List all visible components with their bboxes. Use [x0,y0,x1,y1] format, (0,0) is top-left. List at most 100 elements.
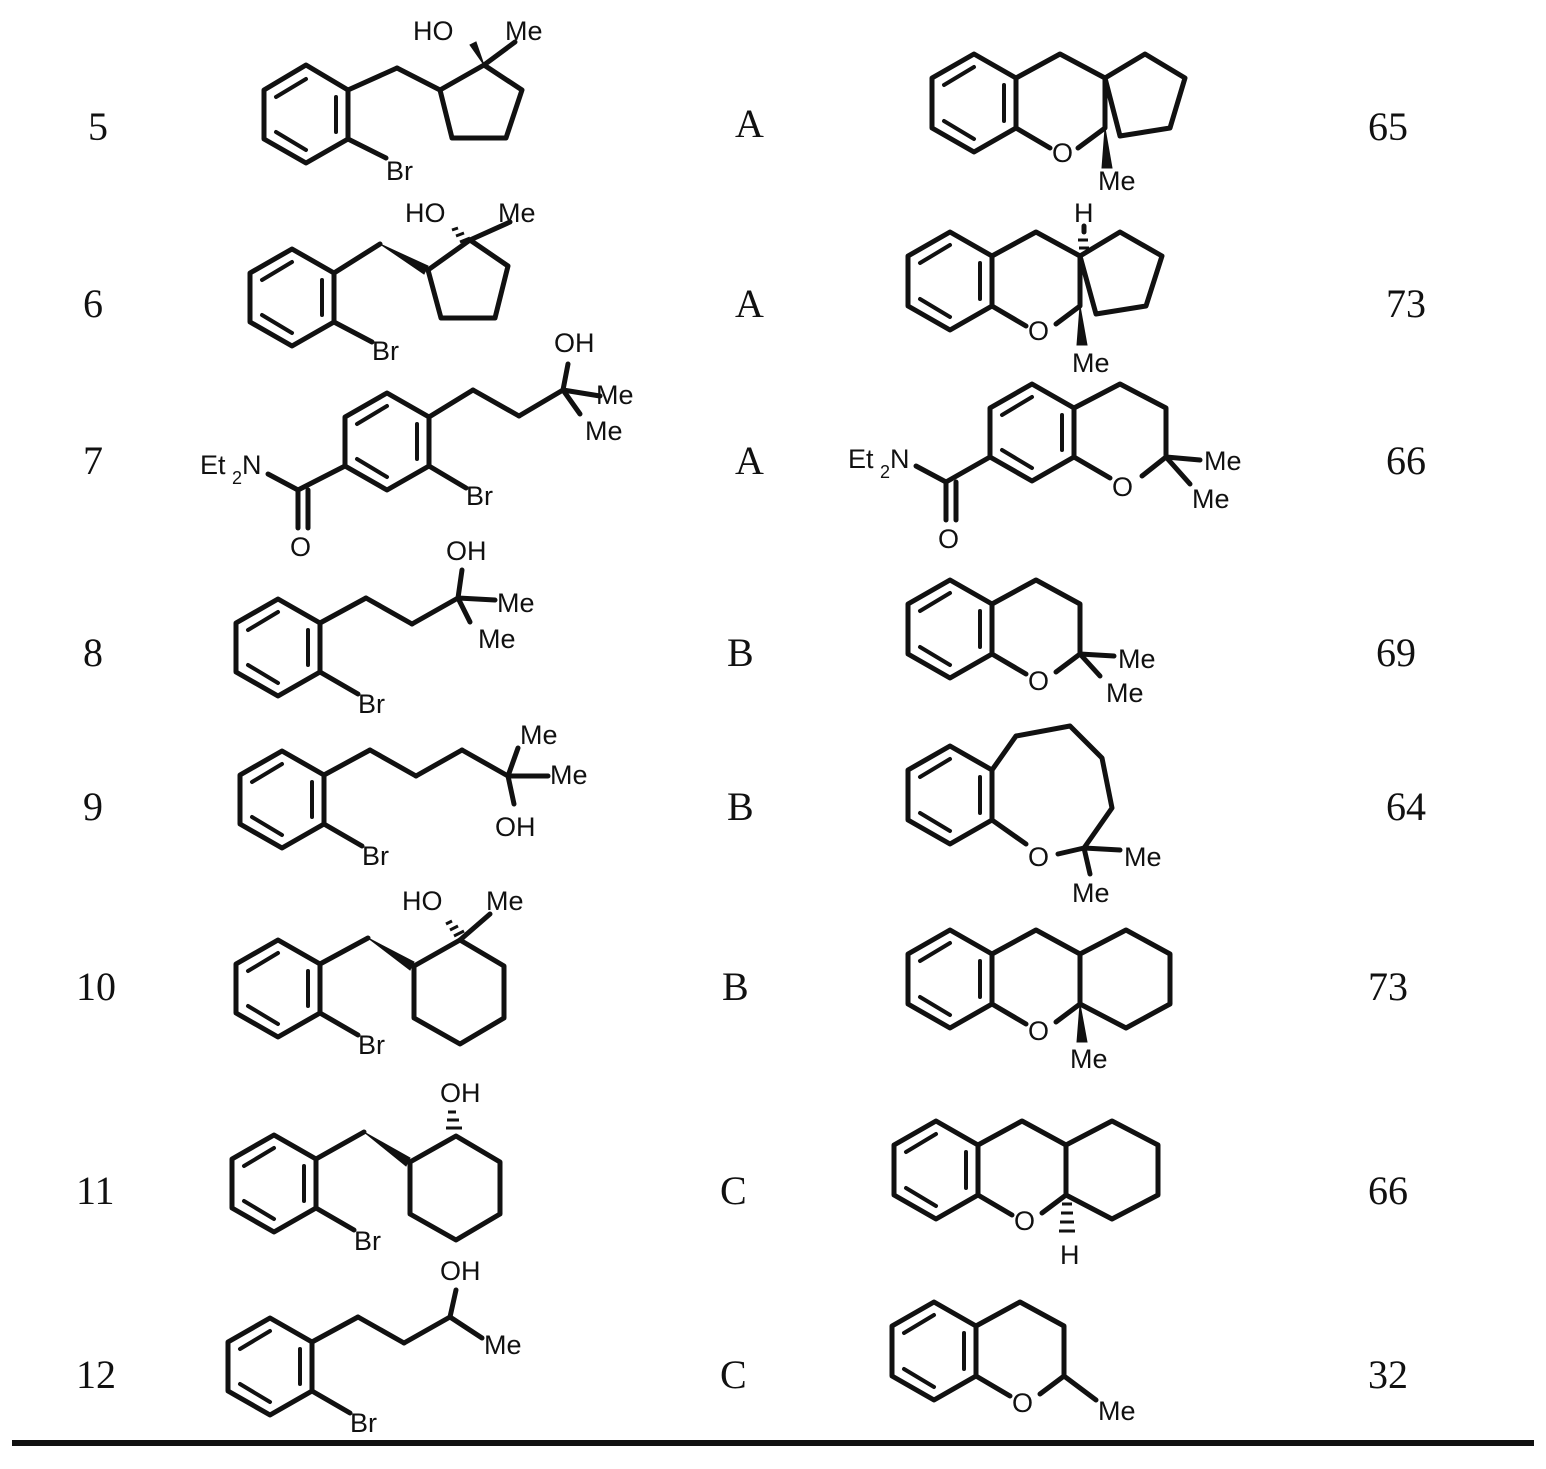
atom-label: Me [1070,1044,1108,1074]
method-letter: A [735,101,764,146]
atom-label: O [1012,1388,1033,1418]
entry-number: 10 [76,964,116,1009]
method-letter: C [720,1352,747,1397]
atom-label: Me [596,380,634,410]
atom-label: HO [402,886,443,916]
product-structure: O Me [932,54,1185,196]
atom-label: HO [413,16,454,46]
atom-label: Me [497,588,535,618]
atom-label: Et [200,450,226,480]
substrate-structure: OH Me Me Br [236,536,535,719]
atom-label: Br [372,336,399,366]
product-structure: O Me Me [908,726,1162,908]
entry-number: 7 [83,438,103,483]
atom-label: O [1028,1016,1049,1046]
method-letter: B [722,964,749,1009]
atom-label: Br [386,156,413,186]
product-structure: O Me [908,930,1170,1074]
substrate-structure: OH Me Br [228,1256,522,1438]
atom-label: Br [354,1226,381,1256]
method-letter: A [735,438,764,483]
entry-number: 6 [83,281,103,326]
product-structure: O Me [892,1302,1136,1426]
atom-label: H [1060,1240,1080,1270]
yield-value: 73 [1386,281,1426,326]
product-structure: H O Me [908,198,1162,378]
atom-label: Me [585,416,623,446]
substrate-structure: OH Me Me Et 2 N Br O [200,328,634,562]
atom-label: Br [362,841,389,871]
atom-label: O [1112,472,1133,502]
atom-label: Me [1098,1396,1136,1426]
atom-label: 2 [880,462,890,482]
substrate-structure: Me Me OH Br [240,720,588,871]
entry-number: 8 [83,630,103,675]
atom-label: Me [1098,166,1136,196]
row-10: 10 HO Me Br B O [76,886,1408,1074]
atom-label: Me [550,760,588,790]
atom-label: O [938,524,959,554]
row-11: 11 OH Br C [76,1078,1408,1270]
method-letter: B [727,630,754,675]
atom-label: OH [440,1078,481,1108]
entry-number: 11 [76,1168,115,1213]
atom-label: Br [358,1030,385,1060]
atom-label: N [890,444,910,474]
method-letter: A [735,281,764,326]
product-structure: Et 2 N O Me Me O [848,384,1242,554]
product-structure: O H [894,1121,1158,1270]
atom-label: O [1014,1206,1035,1236]
entry-number: 12 [76,1352,116,1397]
entry-number: 5 [88,104,108,149]
atom-label: O [1028,316,1049,346]
atom-label: O [1028,666,1049,696]
yield-value: 32 [1368,1352,1408,1397]
atom-label: Me [505,16,543,46]
row-6: 6 HO Me Br A [83,198,1426,378]
method-letter: B [727,784,754,829]
atom-label: HO [405,198,446,228]
atom-label: Et [848,444,874,474]
atom-label: Me [1124,842,1162,872]
atom-label: N [242,450,262,480]
yield-value: 69 [1376,630,1416,675]
yield-value: 66 [1368,1168,1408,1213]
row-12: 12 OH Me Br C O Me 32 [76,1256,1408,1438]
product-structure: O Me Me [908,580,1156,708]
row-9: 9 Me Me OH Br B [83,720,1426,908]
atom-label: O [1028,842,1049,872]
atom-label: OH [554,328,595,358]
substrate-structure: HO Me Br [236,886,524,1060]
atom-label: OH [446,536,487,566]
substrate-structure: OH Br [232,1078,500,1256]
yield-value: 73 [1368,964,1408,1009]
atom-label: Me [498,198,536,228]
atom-label: Me [1106,678,1144,708]
atom-label: OH [440,1256,481,1286]
atom-label: OH [495,812,536,842]
atom-label: Me [1072,878,1110,908]
atom-label: Br [358,689,385,719]
atom-label: 2 [232,468,242,488]
substrate-structure: HO Me Br [264,16,543,186]
atom-label: Me [484,1330,522,1360]
atom-label: O [290,532,311,562]
yield-value: 64 [1386,784,1426,829]
atom-label: Me [1118,644,1156,674]
yield-value: 66 [1386,438,1426,483]
substrate-structure: HO Me Br [250,198,536,366]
atom-label: Me [478,624,516,654]
row-8: 8 OH Me Me Br B O [83,536,1416,719]
atom-label: H [1074,198,1094,228]
atom-label: Me [1204,446,1242,476]
row-7: 7 OH Me Me Et 2 N Br O A [83,328,1426,562]
atom-label: Me [486,886,524,916]
atom-label: Me [1072,348,1110,378]
atom-label: Br [466,481,493,511]
row-5: 5 HO Me Br A O Me [88,16,1408,196]
atom-label: O [1052,138,1073,168]
method-letter: C [720,1168,747,1213]
yield-value: 65 [1368,104,1408,149]
entry-number: 9 [83,784,103,829]
